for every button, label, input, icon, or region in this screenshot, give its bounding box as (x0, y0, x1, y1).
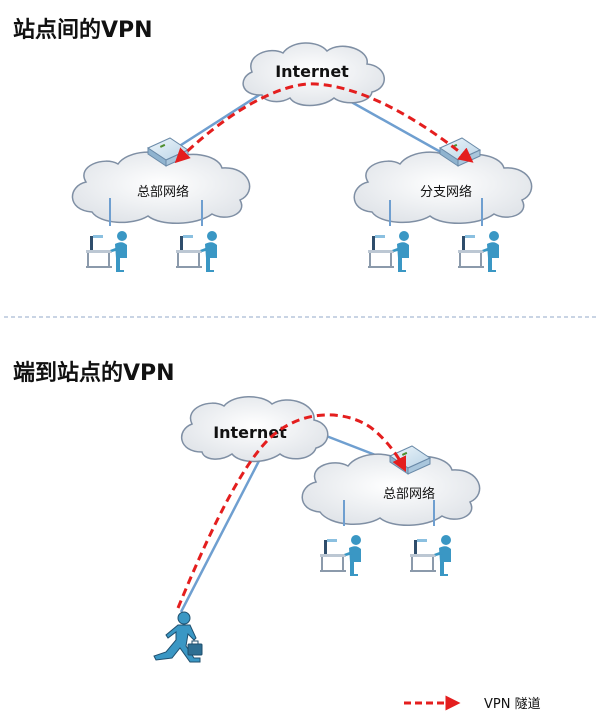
hq-network-label: 总部网络 (137, 184, 189, 200)
branch-network-label: 分支网络 (420, 184, 472, 200)
section-title-client-to-site: 端到站点的VPN (13, 361, 175, 386)
workstation-icon (176, 231, 217, 272)
vpn-tunnel-client-to-site (176, 413, 407, 609)
internet-label: Internet (275, 62, 349, 81)
link-internet-hq (166, 86, 271, 156)
workstation-icon (86, 231, 127, 272)
section-title-site-to-site: 站点间的VPN (13, 18, 153, 43)
hq-network-cloud: 总部网络 (71, 151, 251, 224)
workstation-icon (458, 231, 499, 272)
hq-network-cloud: 总部网络 (301, 453, 481, 526)
workstation-icon (320, 535, 361, 576)
legend-label: VPN 隧道 (484, 696, 541, 712)
workstation-icon (368, 231, 409, 272)
workstation-icon (410, 535, 451, 576)
legend: VPN 隧道 (404, 695, 541, 712)
internet-cloud: Internet (181, 396, 329, 463)
internet-label: Internet (213, 423, 287, 442)
vpn-tunnel-site-to-site (174, 82, 474, 164)
link-user-internet (179, 454, 264, 613)
hq-network-label: 总部网络 (383, 486, 435, 502)
branch-network-cloud: 分支网络 (353, 151, 533, 224)
mobile-user-icon (153, 611, 203, 663)
